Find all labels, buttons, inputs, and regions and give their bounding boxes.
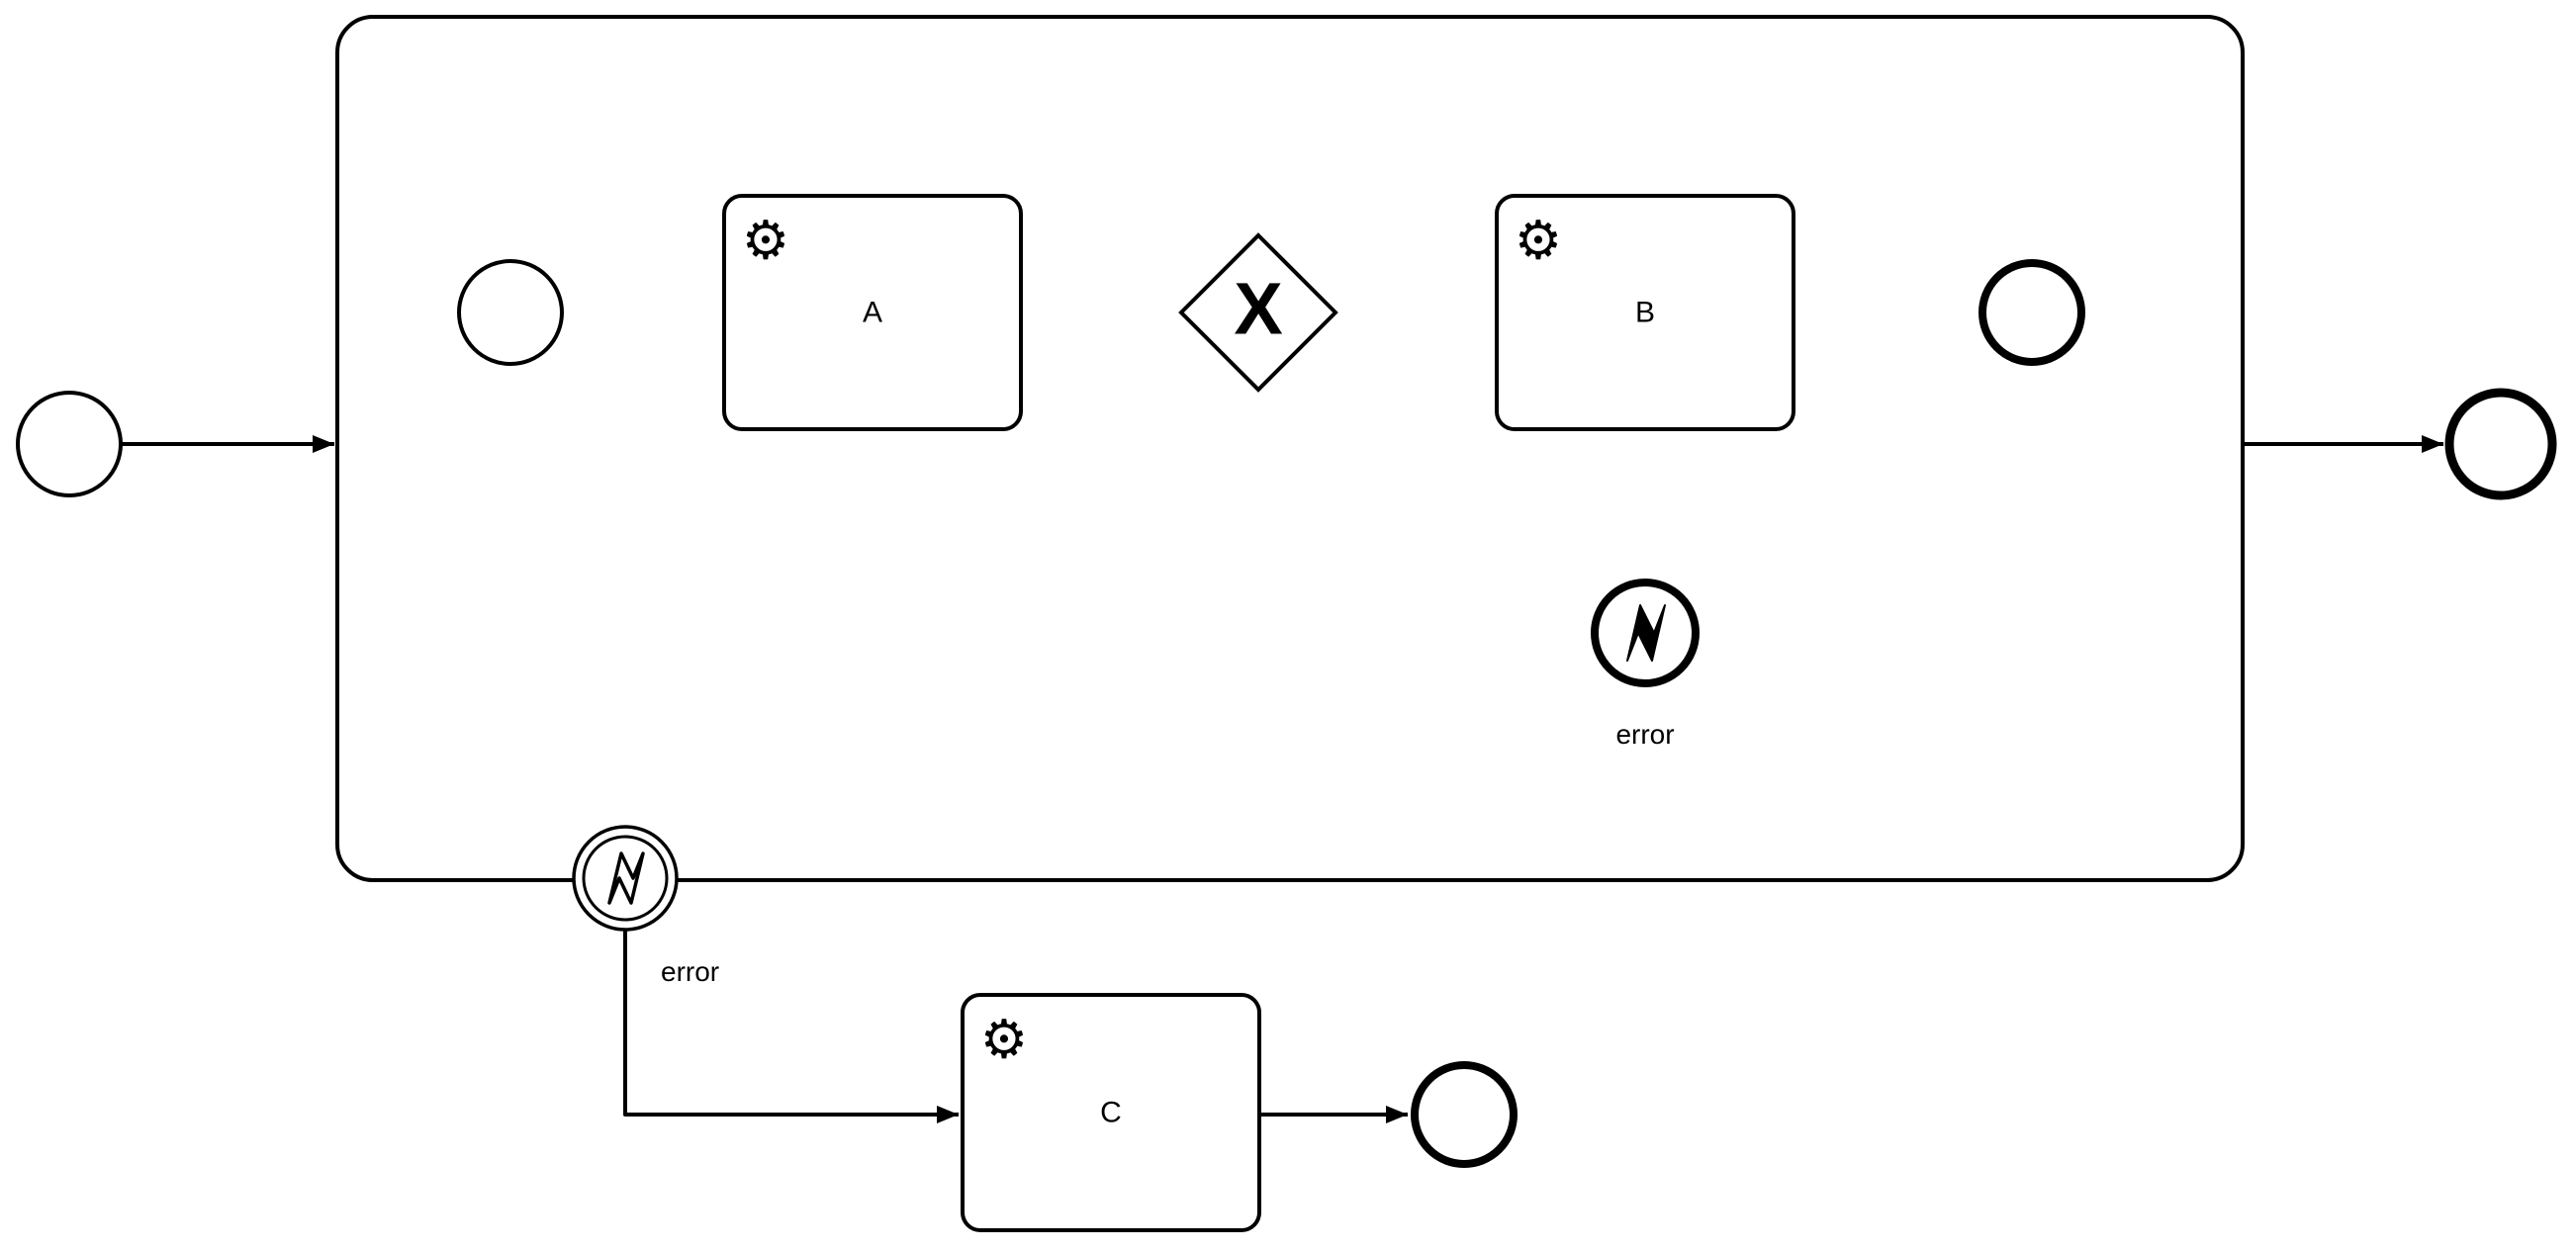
flow-boundary-to-task-c[interactable] [623, 931, 959, 1123]
task-b-box[interactable] [1495, 194, 1795, 431]
exclusive-gateway[interactable]: X [1178, 232, 1338, 393]
task-c[interactable]: ⚙ C [961, 993, 1261, 1232]
subprocess-border[interactable] [335, 15, 2245, 882]
task-c-box[interactable] [961, 993, 1261, 1232]
service-task-gear-icon: ⚙ [742, 210, 789, 272]
boundary-error-event[interactable]: error [572, 825, 719, 987]
task-b[interactable]: ⚙ B [1495, 194, 1795, 431]
error-end-event[interactable]: error [1591, 579, 1700, 750]
outer-start-event[interactable] [16, 391, 123, 497]
subprocess[interactable] [335, 15, 2245, 882]
task-c-end-event[interactable] [1411, 1061, 1518, 1168]
inner-end-event[interactable] [1978, 259, 2085, 366]
exclusive-gateway-x-marker: X [1234, 268, 1282, 350]
inner-start-event[interactable] [457, 259, 564, 366]
boundary-error-event-label: error [661, 956, 719, 987]
task-a-label: A [863, 297, 882, 329]
task-c-label: C [1100, 1097, 1122, 1129]
outer-start-event-circle[interactable] [16, 391, 123, 497]
task-a[interactable]: ⚙ A [722, 194, 1023, 431]
gateway-diamond[interactable] [1178, 232, 1338, 393]
task-b-label: B [1635, 297, 1655, 329]
outer-end-event[interactable] [2444, 388, 2557, 500]
task-c-end-event-circle[interactable] [1411, 1061, 1518, 1168]
error-end-event-label: error [1615, 719, 1674, 750]
service-task-gear-icon: ⚙ [980, 1009, 1028, 1071]
error-bolt-outline-icon [607, 851, 645, 905]
inner-start-event-circle[interactable] [457, 259, 564, 366]
service-task-gear-icon: ⚙ [1515, 210, 1562, 272]
error-bolt-icon [1626, 604, 1666, 662]
outer-end-event-circle[interactable] [2444, 388, 2557, 500]
inner-end-event-circle[interactable] [1978, 259, 2085, 366]
task-a-box[interactable] [722, 194, 1023, 431]
